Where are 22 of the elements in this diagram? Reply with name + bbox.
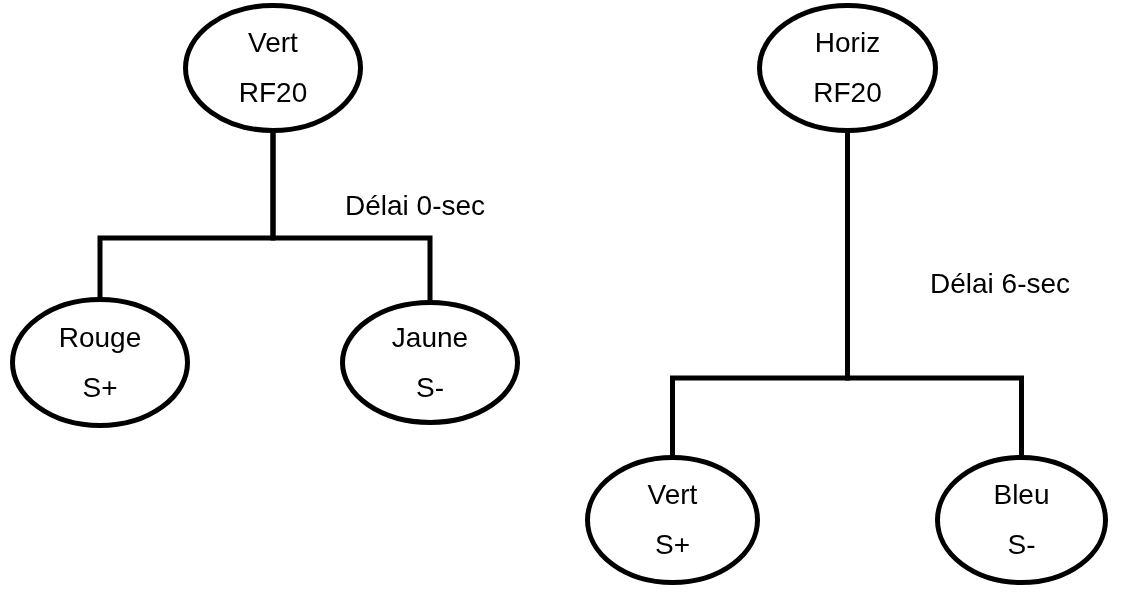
- node-label: RF20: [813, 77, 882, 109]
- node-label: Vert: [647, 479, 698, 511]
- connector-line: [845, 133, 1024, 455]
- delay-label: Délai 0-sec: [345, 190, 486, 222]
- node-label: S+: [655, 529, 690, 561]
- circle-node: [340, 300, 520, 425]
- connector-line: [270, 133, 433, 300]
- node-label: Rouge: [58, 321, 142, 354]
- node-label: S+: [82, 371, 118, 404]
- delay-label: Délai 6-sec: [930, 268, 1071, 300]
- node-label: Jaune: [391, 321, 469, 354]
- node-label: RF20: [238, 77, 308, 109]
- node-label: Vert: [248, 27, 298, 59]
- node-label: Bleu: [993, 479, 1050, 511]
- circle-node: [10, 297, 190, 428]
- node-label: S-: [1007, 529, 1036, 561]
- circle-node: [757, 3, 938, 133]
- node-label: S-: [416, 371, 444, 404]
- circle-node: [183, 3, 363, 133]
- circle-node: [585, 455, 760, 585]
- circle-node: [935, 455, 1108, 585]
- node-label: Horiz: [814, 27, 881, 59]
